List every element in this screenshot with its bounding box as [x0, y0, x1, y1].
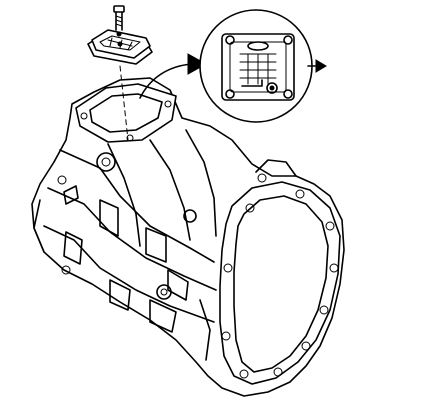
case-outline	[31, 77, 345, 397]
alignment-line	[119, 65, 129, 141]
curved-arrow-shaft	[139, 63, 193, 99]
flange-bolt-holes	[221, 189, 339, 379]
curved-arrow-icon	[139, 53, 208, 99]
case-ports	[57, 152, 267, 300]
case-flange-outer	[219, 181, 341, 385]
case-flange-inner	[233, 195, 329, 373]
magnified-view-icon	[199, 9, 313, 123]
right-arrow-icon	[307, 59, 327, 73]
case-top-opening-inner	[89, 93, 163, 133]
bolt-icon	[113, 5, 125, 37]
cover-plate-icon	[87, 29, 153, 65]
case-ribs	[33, 129, 297, 361]
transmission-case	[31, 77, 345, 397]
curved-arrow-head	[187, 53, 208, 75]
